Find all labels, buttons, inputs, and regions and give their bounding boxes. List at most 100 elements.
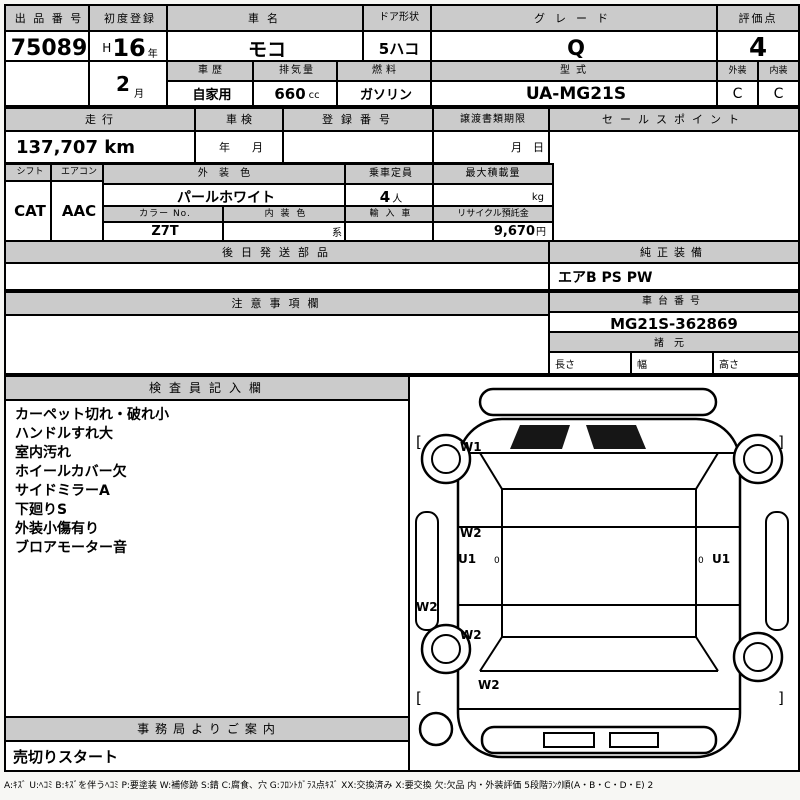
spec-height-box: 高さ [712,351,800,375]
fuel-label: 燃料 [338,62,434,82]
inspection-item: ハンドルすれ大 [15,426,113,442]
damage-mark-W1: W1 [460,440,482,454]
lot-empty-box [4,60,94,107]
inspection-item: カーペット切れ・破れ小 [15,407,169,423]
recycle-deposit-unit: 円 [536,227,546,238]
fuel-box: 燃料 ガソリン [336,60,436,107]
inspection-expiry-value: 年 月 [219,141,263,154]
damage-mark-W2: W2 [460,628,482,642]
inspection-item: 外装小傷有り [15,521,99,537]
transfer-deadline-value: 月 日 [511,141,544,154]
car-name-value: モコ [247,38,286,61]
max-load-box: 最大積載量 kg [432,163,554,211]
import-car-label: 輸 入 車 [346,207,436,223]
chassis-number-box: 車台番号 MG21S-362869 [548,291,800,337]
later-shipped-parts-value [6,264,552,289]
shift-value: CAT [14,202,46,220]
first-registration-box: 初度登録 H 16 年 [88,4,172,66]
capacity-value: 4 [379,188,391,206]
inspection-item: ブロアモーター音 [15,540,127,556]
door-shape-label: ドア形状 [364,6,434,32]
sales-point-label: セールスポイント [550,109,798,132]
mileage-box: 走行 137,707 km [4,107,200,164]
reg-month-value: 2 [116,71,130,96]
spec-width-box: 幅 [630,351,718,375]
inspection-item: 下廻りS [15,502,68,518]
registration-number-value [284,132,436,162]
score-label: 評価点 [718,6,798,32]
month-suffix: 月 [133,89,144,100]
exterior-interior-box: 外装 C 内装 C [716,60,800,107]
model-code-label: 型式 [432,62,720,82]
recycle-deposit-box: リサイクル預託金 9,670 円 [432,205,554,242]
spec-length-box: 長さ [548,351,636,375]
registration-number-box: 登録番号 [282,107,438,164]
office-notice-box: 事務局よりご案内 売切りスタート [4,716,414,772]
genuine-equipment-box: 純正装備 エアB PS PW [548,240,800,291]
door-shape-box: ドア形状 5ハコ [362,4,436,66]
office-notice-label: 事務局よりご案内 [6,718,412,742]
interior-label: 内装 [759,62,798,82]
later-shipped-parts-label: 後日発送部品 [6,242,552,264]
inspector-notes-box: 検査員記入欄 カーペット切れ・破れ小ハンドルすれ大室内汚れホイールカバー欠サイド… [4,375,414,722]
capacity-box: 乗車定員 4 人 [344,163,438,211]
inspection-expiry-box: 車検 年 月 [194,107,288,164]
displacement-box: 排気量 660 cc [252,60,342,107]
score-value: 4 [748,33,768,63]
model-code-value: UA-MG21S [525,83,627,104]
inspection-expiry-label: 車検 [196,109,286,132]
mileage-value: 137,707 km [16,136,135,158]
recycle-deposit-cell: 9,670 円 [434,223,552,240]
damage-mark-[: [ [416,433,422,451]
displacement-label: 排気量 [254,62,340,82]
shift-box: シフト CAT [4,163,56,242]
color-number-value: Z7T [151,224,179,239]
interior-color-label: 内 装 色 [224,207,348,223]
aircon-box: エアコン AAC [50,163,108,242]
max-load-unit: kg [531,191,544,203]
transfer-deadline-label: 譲渡書類期限 [434,109,552,132]
car-name-box: 車名 モコ [166,4,368,66]
grade-value: Q [567,36,585,60]
grade-legend: A:ｷｽﾞ U:ﾍｺﾐ B:ｷｽﾞを伴うﾍｺﾐ P:要塗装 W:補修跡 S:錆 … [4,781,654,791]
car-outline-drawing [415,387,789,759]
grade-label: グレード [432,6,720,32]
recycle-deposit-label: リサイクル預託金 [434,207,552,223]
lot-number-value: 75089 [10,35,88,61]
inspection-item: ホイールカバー欠 [15,464,127,480]
chassis-number-label: 車台番号 [550,293,798,313]
damage-mark-]: ] [778,433,784,451]
first-registration-year: H 16 年 [90,32,170,64]
spec-length-label: 長さ [555,359,575,371]
max-load-label: 最大積載量 [434,165,552,185]
recycle-deposit-value: 9,670 [493,224,535,239]
car-history-box: 車歴 自家用 [166,60,258,107]
lot-number-label: 出 品 番 号 [6,6,92,32]
fuel-value: ガソリン [359,88,412,103]
damage-mark-W2: W2 [416,600,438,614]
grade-box: グレード Q [430,4,722,66]
displacement-unit: cc [308,90,320,101]
inspection-item: サイドミラーA [15,483,110,499]
genuine-equipment-value: エアB PS PW [558,269,653,286]
era-letter: H [102,41,112,55]
damage-mark-W2: W2 [460,526,482,540]
exterior-label: 外装 [718,62,757,82]
exterior-color-value: パールホワイト [177,190,275,206]
damage-mark-0: 0 [698,556,704,566]
model-code-box: 型式 UA-MG21S [430,60,722,107]
damage-mark-0: 0 [494,556,500,566]
car-history-value: 自家用 [192,88,232,103]
chassis-number-value: MG21S-362869 [610,315,738,333]
color-number-box: カラー No. Z7T [102,205,228,242]
damage-mark-]: ] [778,689,784,707]
specs-label: 諸元 [550,333,798,355]
first-registration-month: 2 月 [90,62,170,105]
sales-point-box: セールスポイント [548,107,800,246]
spec-height-label: 高さ [719,359,739,371]
damage-mark-U1: U1 [712,552,731,566]
displacement-value-cell: 660 cc [254,82,340,105]
